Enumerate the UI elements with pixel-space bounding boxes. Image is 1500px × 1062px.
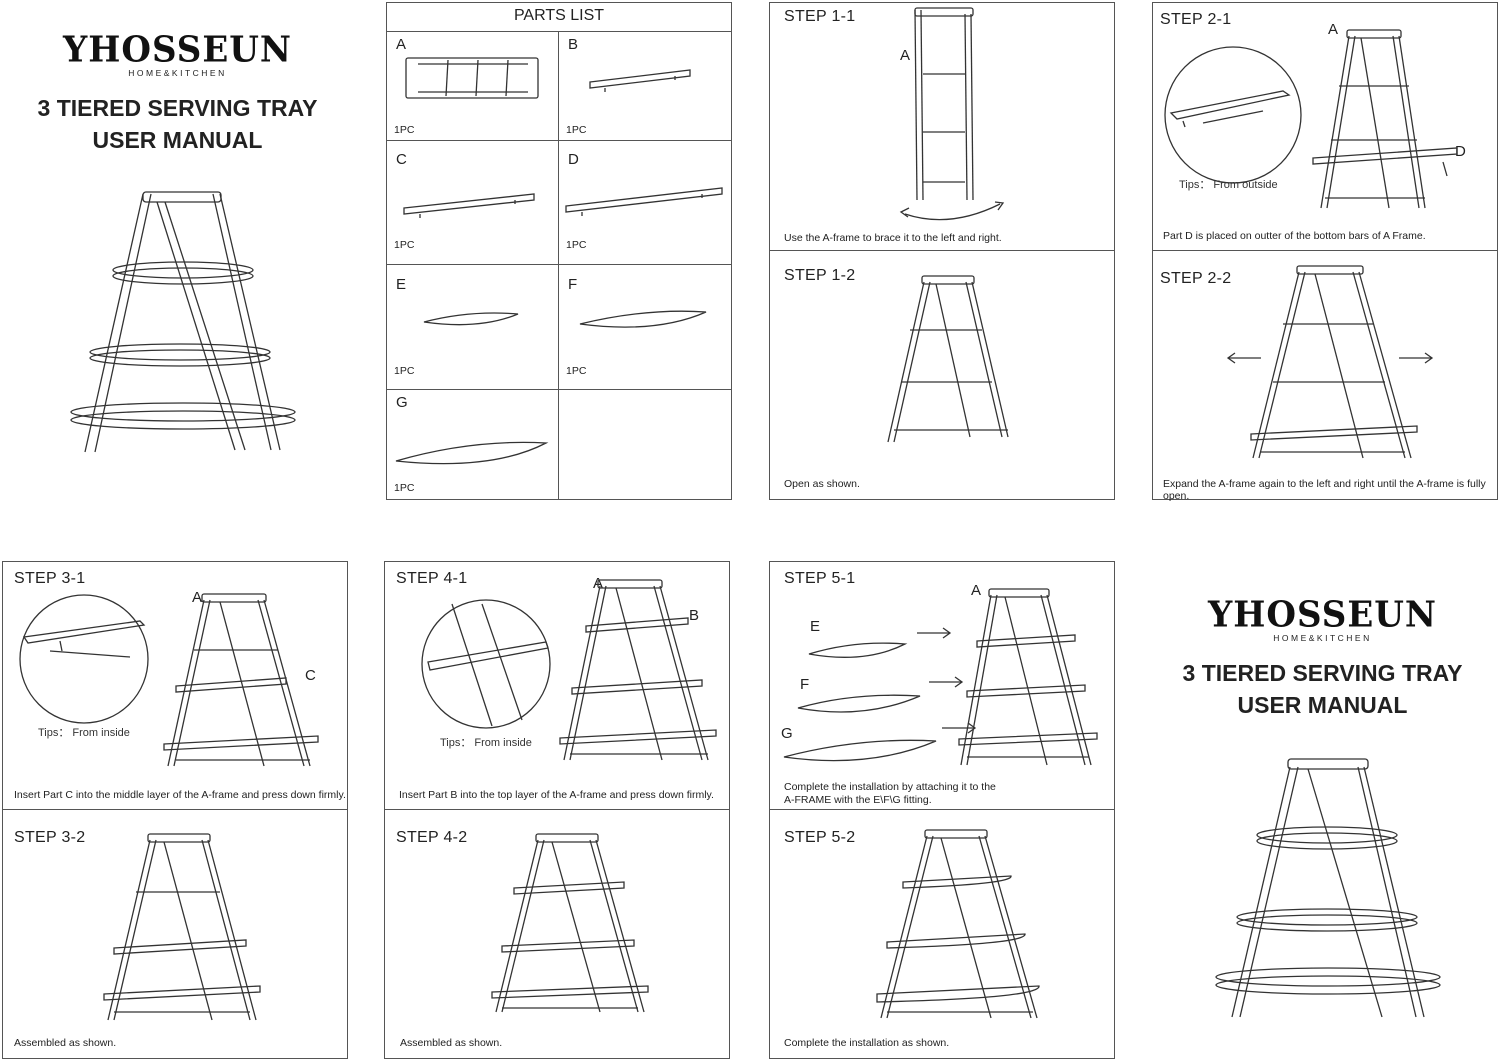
step-1-2-caption: Open as shown.: [784, 478, 860, 490]
part-g-qty: 1PC: [394, 482, 415, 494]
step-1-1-frame-illustration: [899, 7, 1005, 221]
step-4-1-caption: Insert Part B into the top layer of the …: [399, 789, 714, 801]
cover-title-top: 3 TIERED SERVING TRAY USER MANUAL: [20, 92, 335, 156]
expand-right-arrow-icon: [1399, 352, 1434, 364]
step-4-1-title: STEP 4-1: [396, 570, 468, 587]
step-4-1-frame-illustration: [559, 579, 717, 761]
step-5-1-frame-illustration: [958, 588, 1098, 766]
tray-illustration-top: [70, 191, 296, 453]
step-1-1-title: STEP 1-1: [784, 8, 856, 25]
arrow-e-right-icon: [917, 627, 952, 639]
parts-list-title: PARTS LIST: [513, 7, 605, 24]
parts-list-panel: [386, 2, 732, 500]
step-4-2-frame-illustration: [491, 833, 649, 1013]
part-b-qty: 1PC: [566, 124, 587, 136]
step-2-1-detail-magnifier: [1164, 46, 1302, 184]
brand-logo-bottom: YHOSSEUN HOME&KITCHEN: [1185, 594, 1460, 643]
step-5-1-label-a: A: [971, 582, 982, 599]
part-f-qty: 1PC: [566, 365, 587, 377]
step-1-2-title: STEP 1-2: [784, 267, 856, 284]
step-1-panel: [769, 2, 1115, 500]
part-c-qty: 1PC: [394, 239, 415, 251]
part-d-qty: 1PC: [566, 239, 587, 251]
brand-logo-top: YHOSSEUN HOME&KITCHEN: [40, 29, 315, 78]
step-2-1-caption: Part D is placed on outter of the bottom…: [1163, 230, 1426, 242]
step-4-1-tips: Tips： From inside: [440, 737, 532, 749]
part-c-letter: C: [396, 151, 407, 168]
title-line-1: 3 TIERED SERVING TRAY: [1182, 660, 1463, 686]
part-f-letter: F: [568, 276, 578, 293]
part-g-letter: G: [396, 394, 408, 411]
step-5-1-tray-g-icon: [783, 739, 937, 762]
step-5-1-label-g: G: [781, 725, 793, 742]
arrow-f-right-icon: [929, 676, 964, 688]
cover-title-bottom: 3 TIERED SERVING TRAY USER MANUAL: [1165, 657, 1480, 721]
step-2-1-tips: Tips： From outside: [1179, 179, 1278, 191]
tray-illustration-bottom: [1215, 758, 1441, 1018]
step-5-2-title: STEP 5-2: [784, 829, 856, 846]
step-2-1-title: STEP 2-1: [1160, 11, 1232, 28]
step-5-1-caption-line-2: A-FRAME with the E\F\G fitting.: [784, 794, 932, 806]
step-5-2-frame-illustration: [876, 829, 1040, 1019]
step-2-2-title: STEP 2-2: [1160, 270, 1232, 287]
step-5-1-title: STEP 5-1: [784, 570, 856, 587]
step-1-1-label-a: A: [900, 47, 911, 64]
step-4-1-label-b: B: [689, 607, 700, 624]
part-g-tray-icon: [395, 441, 549, 465]
part-a-qty: 1PC: [394, 124, 415, 136]
part-e-tray-icon: [423, 312, 519, 326]
part-b-letter: B: [568, 36, 579, 53]
step-4-2-title: STEP 4-2: [396, 829, 468, 846]
part-b-tray-icon: [589, 69, 691, 92]
step-2-2-frame-illustration: [1250, 265, 1418, 459]
step-4-2-caption: Assembled as shown.: [400, 1037, 503, 1049]
part-a-letter: A: [396, 36, 407, 53]
brand-sub: HOME&KITCHEN: [1273, 633, 1372, 643]
part-e-qty: 1PC: [394, 365, 415, 377]
step-4-panel: [384, 561, 730, 1059]
step-3-1-title: STEP 3-1: [14, 570, 86, 587]
arrow-g-right-icon: [942, 722, 977, 734]
step-1-2-frame-illustration: [887, 275, 1009, 443]
step-5-1-tray-e-icon: [808, 642, 908, 658]
part-c-tray-icon: [403, 193, 535, 218]
step-3-2-caption: Assembled as shown.: [14, 1037, 117, 1049]
step-4-1-detail-magnifier: [421, 599, 551, 729]
step-5-1-caption-line-1: Complete the installation by attaching i…: [784, 781, 996, 793]
step-3-1-label-a: A: [192, 589, 203, 606]
step-3-1-caption: Insert Part C into the middle layer of t…: [14, 789, 346, 801]
title-line-2: USER MANUAL: [92, 127, 263, 153]
step-5-2-caption: Complete the installation as shown.: [784, 1037, 950, 1049]
step-2-panel: [1152, 2, 1498, 500]
brand-name: YHOSSEUN: [62, 29, 293, 71]
step-2-2-caption: Expand the A-frame again to the left and…: [1163, 478, 1486, 502]
step-2-1-frame-illustration: [1312, 29, 1458, 209]
step-5-1-label-f: F: [800, 676, 810, 693]
part-d-letter: D: [568, 151, 579, 168]
expand-left-arrow-icon: [1226, 352, 1261, 364]
part-a-frame-icon: [405, 57, 539, 99]
step-3-1-tips: Tips： From inside: [38, 727, 130, 739]
step-3-2-title: STEP 3-2: [14, 829, 86, 846]
step-2-1-label-d: D: [1455, 143, 1466, 160]
step-3-1-frame-illustration: [163, 593, 319, 767]
step-5-1-label-e: E: [810, 618, 821, 635]
brand-sub: HOME&KITCHEN: [128, 68, 227, 78]
brand-name: YHOSSEUN: [1207, 594, 1438, 636]
step-2-1-label-a: A: [1328, 21, 1339, 38]
title-line-1: 3 TIERED SERVING TRAY: [37, 95, 318, 121]
step-3-2-frame-illustration: [103, 833, 261, 1021]
step-3-1-label-c: C: [305, 667, 316, 684]
step-3-1-detail-magnifier: [19, 594, 149, 724]
part-f-tray-icon: [579, 310, 707, 328]
title-line-2: USER MANUAL: [1237, 692, 1408, 718]
part-e-letter: E: [396, 276, 407, 293]
step-1-1-caption: Use the A-frame to brace it to the left …: [784, 232, 1002, 244]
step-5-panel: [769, 561, 1115, 1059]
part-d-tray-icon: [565, 187, 723, 216]
step-3-panel: [2, 561, 348, 1059]
step-5-1-tray-f-icon: [797, 694, 921, 713]
